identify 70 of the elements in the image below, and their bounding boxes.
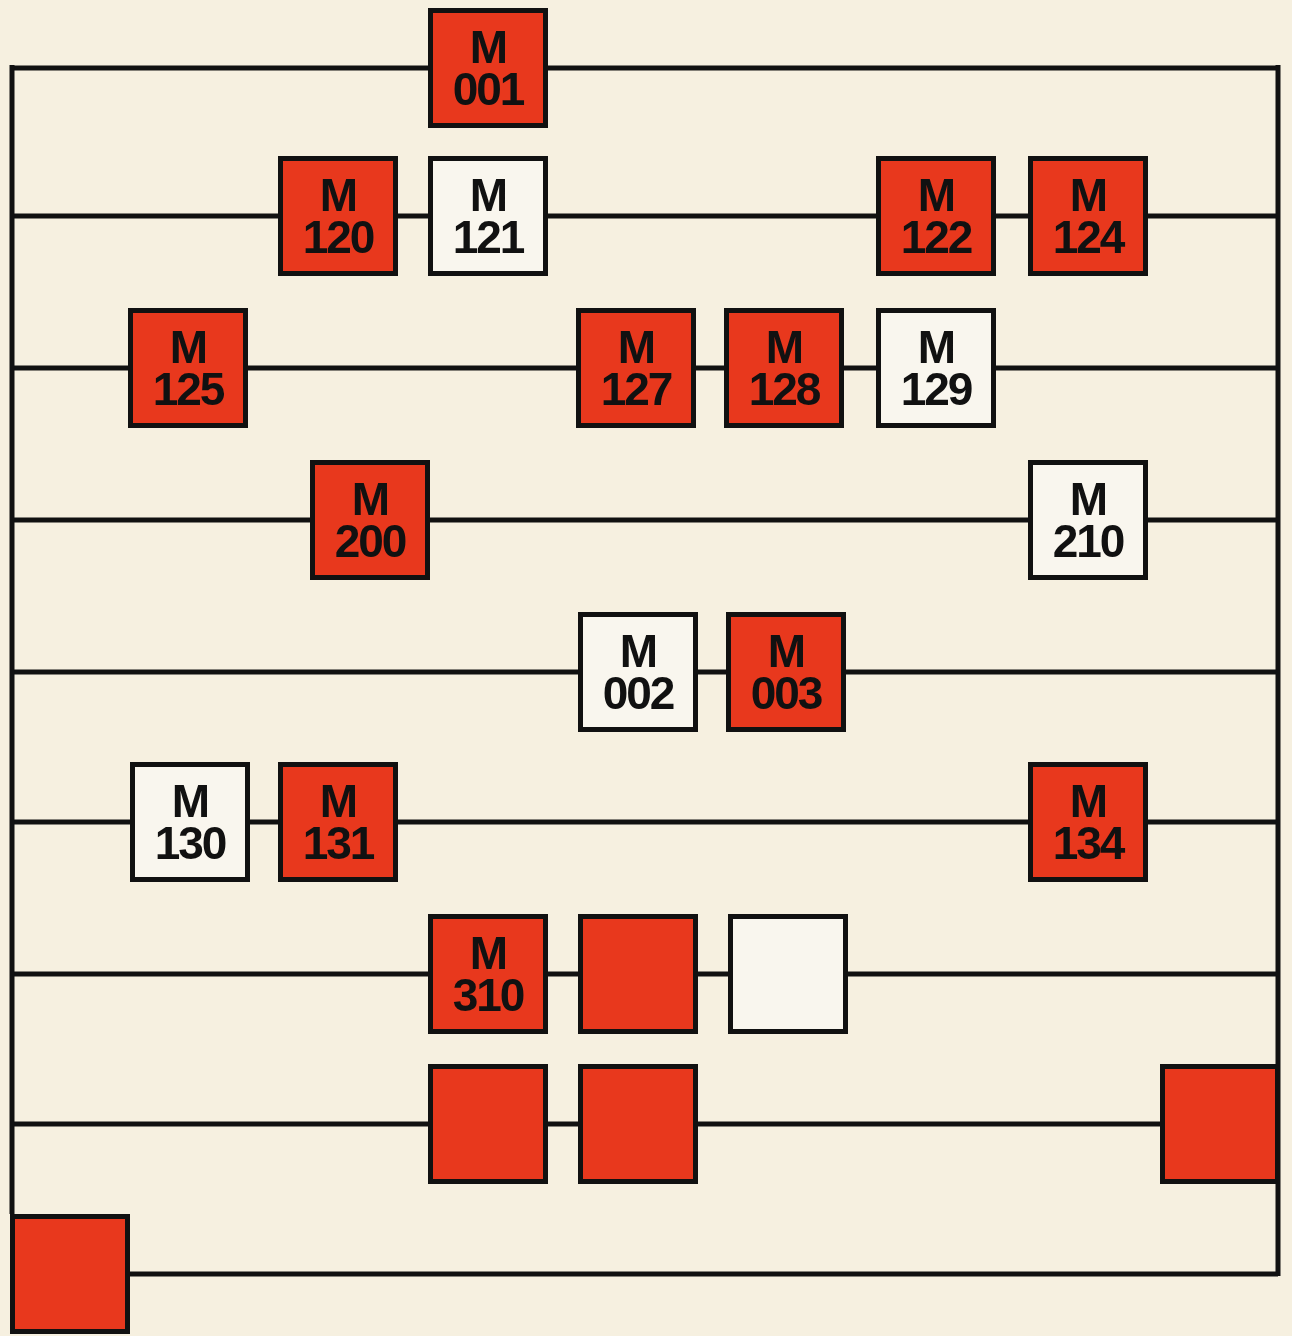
module-code: M 125 (151, 326, 225, 410)
connector-line (130, 1271, 1278, 1277)
module-code: M 121 (451, 174, 525, 258)
connector-line (996, 365, 1278, 371)
module-code: M 120 (301, 174, 375, 258)
module-code: M 122 (899, 174, 973, 258)
connector-line (12, 669, 578, 675)
connector-line (12, 213, 278, 219)
filled-module-box (876, 156, 996, 276)
filled-module-box (578, 1064, 698, 1184)
filled-module-box (578, 914, 698, 1034)
filled-module-box (278, 156, 398, 276)
connector-line (12, 65, 428, 71)
module-code: M 130 (153, 780, 227, 864)
module-box (876, 308, 996, 428)
module-code: M 310 (451, 932, 525, 1016)
filled-module-box (278, 762, 398, 882)
connector-line (696, 365, 724, 371)
connector-line (12, 819, 130, 825)
module-code: M 210 (1051, 478, 1125, 562)
connector-line (1148, 517, 1278, 523)
connector-line (548, 971, 578, 977)
filled-module-box (1028, 156, 1148, 276)
connector-line (548, 213, 876, 219)
connector-line (12, 517, 310, 523)
connector-line (398, 213, 428, 219)
connector-line (548, 1121, 578, 1127)
connector-line (398, 819, 1028, 825)
connector-line (248, 365, 576, 371)
filled-module-box (726, 612, 846, 732)
filled-module-box (428, 8, 548, 128)
module-code: M 127 (599, 326, 673, 410)
module-box (130, 762, 250, 882)
module-code: M 002 (601, 630, 675, 714)
connector-line (12, 365, 128, 371)
module-box (578, 612, 698, 732)
module-code: M 124 (1051, 174, 1126, 258)
connector-line (846, 669, 1278, 675)
filled-module-box (128, 308, 248, 428)
connector-line (12, 1121, 428, 1127)
connector-line (430, 517, 1028, 523)
module-box (1028, 460, 1148, 580)
module-code: M 131 (301, 780, 375, 864)
connector-line (12, 971, 428, 977)
connector-line (548, 65, 1278, 71)
module-code: M 128 (747, 326, 821, 410)
module-code: M 134 (1051, 780, 1126, 864)
module-box (428, 156, 548, 276)
connector-line (698, 669, 726, 675)
filled-module-box (428, 914, 548, 1034)
connector-line (1148, 213, 1278, 219)
module-box (728, 914, 848, 1034)
filled-module-box (428, 1064, 548, 1184)
module-code: M 003 (749, 630, 823, 714)
module-code: M 200 (333, 478, 407, 562)
connector-line (698, 1121, 1160, 1127)
filled-module-box (576, 308, 696, 428)
connector-line (1148, 819, 1278, 825)
connector-line (844, 365, 876, 371)
module-code: M 129 (899, 326, 973, 410)
filled-module-box (310, 460, 430, 580)
connector-line (996, 213, 1028, 219)
connector-line (698, 971, 728, 977)
filled-module-box (1028, 762, 1148, 882)
filled-module-box (10, 1214, 130, 1334)
connector-line (848, 971, 1278, 977)
module-code: M 001 (451, 26, 525, 110)
connector-line (250, 819, 278, 825)
rail-line (9, 65, 15, 1214)
filled-module-box (724, 308, 844, 428)
